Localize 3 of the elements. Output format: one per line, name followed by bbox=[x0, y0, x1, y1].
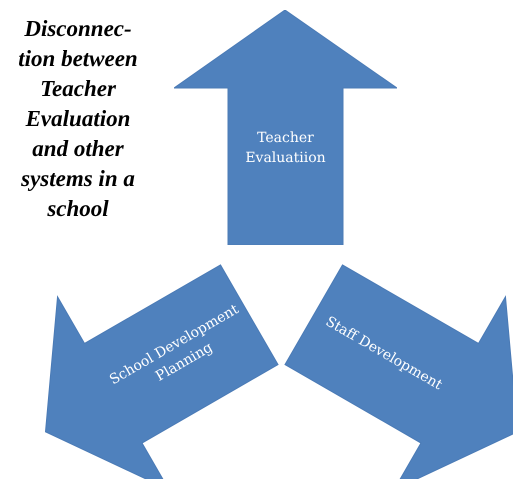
diagram-title: Disconnec-tion between Teacher Evaluation and other systems in a school bbox=[17, 15, 139, 223]
block-arrow bbox=[174, 10, 397, 245]
arrow-label: Teacher Evaluatiion bbox=[244, 129, 327, 168]
